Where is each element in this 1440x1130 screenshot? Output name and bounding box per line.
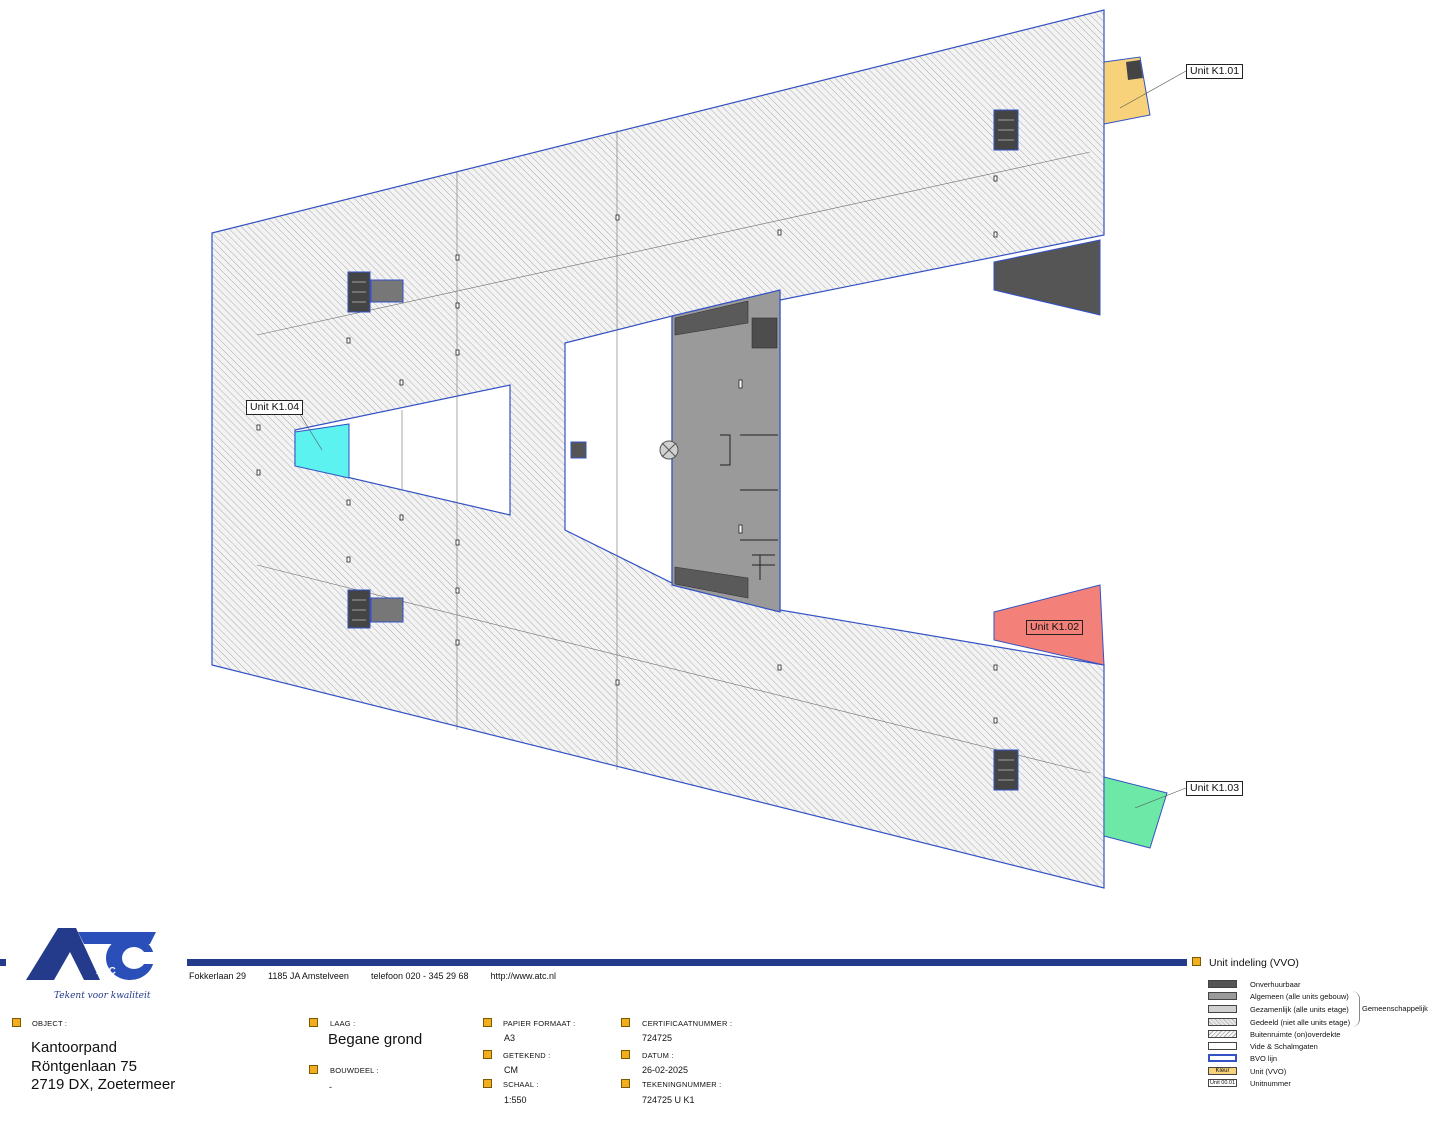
datum-bullet [621,1050,630,1059]
tekening-bullet [621,1079,630,1088]
legend-item-unitnummer: Unit 00.01 Unitnummer [1208,1078,1291,1088]
legend-swatch [1208,1018,1237,1026]
legend-bullet [1192,957,1201,966]
logo-text: ATC [96,966,116,977]
legend-text: Onverhuurbaar [1250,979,1301,989]
legend-item-buitenruimte: Buitenruimte (on)overdekte [1208,1029,1340,1039]
legend-swatch [1208,992,1237,1000]
legend-item-gedeeld: Gedeeld (niet alle units etage) [1208,1017,1350,1027]
company-address: Fokkerlaan 29 [189,971,247,981]
legend-swatch: Unit 00.01 [1208,1079,1237,1087]
atc-logo: ATC Tekent voor kwaliteit [26,928,158,1001]
legend-brace [1352,991,1360,1027]
legend-text: BVO lijn [1250,1053,1278,1063]
unit-label-k1-02[interactable]: Unit K1.02 [1026,620,1084,635]
object-bullet [12,1018,21,1027]
shaft-details [352,119,1014,781]
legend-swatch [1208,1054,1237,1062]
schaal-label: SCHAAL : [503,1080,539,1089]
legend-item-vide: Vide & Schalmgaten [1208,1041,1318,1051]
unit-k1-03-area [1103,776,1168,849]
certificaat-label: CERTIFICAATNUMMER : [642,1019,733,1028]
columns [256,175,998,724]
company-info: Fokkerlaan 29 1185 JA Amstelveen telefoo… [189,971,578,981]
unrentable-area [993,239,1101,316]
legend-item-unit-vvo: Kleur Unit (VVO) [1208,1066,1286,1076]
tekening-label: TEKENINGNUMMER : [642,1080,722,1089]
schaal-bullet [483,1079,492,1088]
company-postal-city: 1185 JA Amstelveen [268,971,349,981]
getekend-bullet [483,1050,492,1059]
title-rule-left [0,959,6,966]
legend-swatch: Kleur [1208,1067,1237,1075]
laag-bullet [309,1018,318,1027]
legend-text: Buitenruimte (on)overdekte [1250,1029,1341,1039]
floor-plan [211,9,1187,889]
object-line-3: 2719 DX, Zoetermeer [31,1076,176,1093]
bouwdeel-value: - [329,1082,332,1092]
papier-value: A3 [504,1033,516,1043]
legend-title: Unit indeling (VVO) [1209,957,1299,969]
unit-label-k1-04[interactable]: Unit K1.04 [246,400,304,415]
getekend-value: CM [504,1065,518,1075]
unit-label-k1-01[interactable]: Unit K1.01 [1186,64,1244,79]
logo-slogan: Tekent voor kwaliteit [54,991,151,1001]
legend-item-gezamenlijk: Gezamenlijk (alle units etage) [1208,1004,1349,1014]
laag-value: Begane grond [328,1031,423,1048]
certificaat-value: 724725 [642,1033,673,1043]
datum-value: 26-02-2025 [642,1065,689,1075]
legend-swatch [1208,1030,1237,1038]
title-rule [187,959,1187,966]
legend-swatch [1208,1042,1237,1050]
label-leaders [297,70,1187,809]
legend-text: Unit (VVO) [1250,1066,1287,1076]
bouwdeel-bullet [309,1065,318,1074]
legend-text: Algemeen (alle units gebouw) [1250,991,1349,1001]
legend-text: Vide & Schalmgaten [1250,1041,1318,1051]
company-phone: telefoon 020 - 345 29 68 [370,971,469,981]
laag-label: LAAG : [330,1019,356,1028]
getekend-label: GETEKEND : [503,1051,551,1060]
legend-item-bvo-lijn: BVO lijn [1208,1053,1277,1063]
tekening-value: 724725 U K1 [642,1095,695,1105]
legend-group-label: Gemeenschappelijk [1362,1004,1428,1013]
central-core [671,289,781,613]
unit-k1-01-shaft [1126,60,1143,80]
papier-label: PAPIER FORMAAT : [503,1019,576,1028]
legend-item-onverhuurbaar: Onverhuurbaar [1208,979,1300,989]
unit-k1-04-area [294,423,350,479]
bouwdeel-label: BOUWDEEL : [330,1066,379,1075]
core-stairs [674,300,778,599]
unit-label-k1-03[interactable]: Unit K1.03 [1186,781,1244,796]
company-website[interactable]: http://www.atc.nl [490,971,557,981]
papier-bullet [483,1018,492,1027]
legend-text: Gezamenlijk (alle units etage) [1250,1004,1349,1014]
legend-text: Gedeeld (niet alle units etage) [1250,1017,1351,1027]
core-walls [720,434,778,580]
certificaat-bullet [621,1018,630,1027]
datum-label: DATUM : [642,1051,674,1060]
object-line-1: Kantoorpand [31,1039,117,1056]
legend-text: Unitnummer [1250,1078,1291,1088]
object-line-2: Röntgenlaan 75 [31,1058,137,1075]
legend-swatch [1208,1005,1237,1013]
legend-swatch [1208,980,1237,988]
legend-item-algemeen: Algemeen (alle units gebouw) [1208,991,1349,1001]
object-label: OBJECT : [32,1019,68,1028]
schaal-value: 1:550 [504,1095,527,1105]
